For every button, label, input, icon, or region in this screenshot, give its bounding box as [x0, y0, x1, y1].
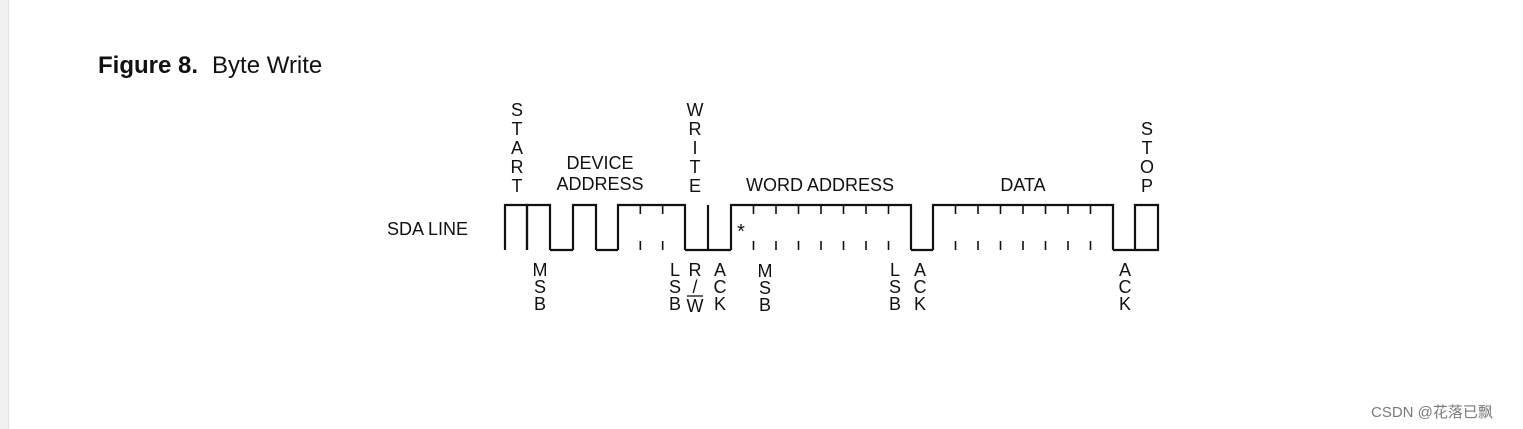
device-address-bit	[571, 203, 598, 250]
device-address-msb-bit	[525, 203, 552, 250]
sda-line-label: SDA LINE	[387, 219, 468, 239]
word-address-label: WORD ADDRESS	[746, 175, 894, 195]
rw-r-letter: R	[689, 260, 702, 280]
start-pulse	[503, 203, 529, 250]
watermark-text: CSDN @花落已飘	[1371, 404, 1493, 421]
data-label: DATA	[1000, 175, 1045, 195]
sda-waveform	[503, 203, 1160, 252]
figure-caption: Byte Write	[212, 52, 323, 79]
bit-ticks	[639, 205, 1092, 250]
rw-w-letter: W	[687, 296, 704, 316]
device-address-frame	[616, 203, 687, 250]
device-address-label-bottom: ADDRESS	[556, 174, 643, 194]
page-left-border	[0, 0, 9, 429]
stop-pulse	[1133, 203, 1160, 252]
read-write-label: R / W	[687, 260, 704, 316]
device-address-label-top: DEVICE	[566, 153, 633, 173]
first-bit-marker: *	[737, 221, 745, 243]
rw-slash: /	[692, 277, 697, 297]
figure-title: Figure 8. Byte Write	[98, 52, 322, 80]
figure-number: Figure 8.	[98, 52, 199, 79]
